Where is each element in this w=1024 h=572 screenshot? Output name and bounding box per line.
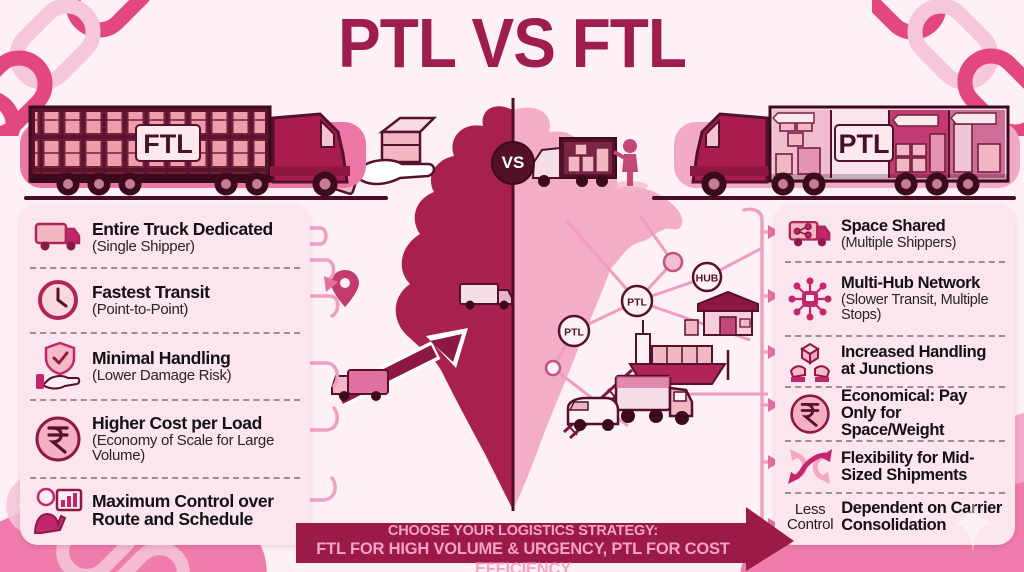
location-pin-icon: [331, 270, 359, 307]
right-connector-lines: [742, 207, 780, 532]
ptl-compartment-boxes: [775, 117, 1001, 175]
benefit-subtitle: (Single Shipper): [92, 238, 195, 256]
ptl-row-handling: Increased Handling at Junctions: [785, 337, 1005, 388]
trait-subtitle: (Multiple Shippers): [841, 234, 957, 251]
benefit-title: Fastest Transit: [92, 281, 210, 302]
ptl-trailer-label: PTL: [839, 129, 890, 159]
benefit-title: Higher Cost per Load: [92, 412, 262, 433]
flex-arrows-icon: [787, 447, 833, 487]
trait-subtitle: (Slower Transit, Multiple Stops): [841, 291, 989, 323]
ptl-row-network: Multi-Hub Network (Slower Transit, Multi…: [785, 263, 1005, 337]
hands-box-icon: [787, 339, 833, 383]
vs-badge: VS: [491, 141, 535, 185]
ftl-trailer-label: FTL: [143, 129, 192, 159]
banner-line-2: FTL FOR HIGH VOLUME & URGENCY, PTL FOR C…: [316, 540, 730, 572]
ftl-map-truck-icon: [459, 283, 513, 310]
ftl-benefits-panel: Entire Truck Dedicated (Single Shipper) …: [20, 204, 310, 545]
ptl-network-nodes: HUB PTL PTL: [544, 251, 723, 377]
ptl-truck-illustration: PTL: [674, 105, 1020, 197]
benefit-title: Maximum Control over Route and Schedule: [92, 490, 274, 530]
rupee-coin-icon: [787, 393, 833, 435]
trait-title: Economical: Pay Only for Space/Weight: [841, 386, 968, 440]
benefit-subtitle: (Lower Damage Risk): [92, 366, 232, 384]
road-line-right: [652, 196, 1016, 200]
trait-title: Multi-Hub Network: [841, 273, 980, 292]
benefit-subtitle: (Economy of Scale for Large Volume): [92, 431, 274, 465]
ptl-map-truck-icon: [614, 374, 694, 425]
sparkle-watermark: [955, 497, 991, 553]
map-ftl-half: [395, 106, 513, 510]
hub-node-label: HUB: [696, 273, 719, 285]
benefit-title: Entire Truck Dedicated: [92, 219, 273, 240]
rupee-coin-icon: [32, 415, 84, 463]
page-title: PTL VS FTL: [338, 4, 687, 82]
ptl-traits-panel: Space Shared (Multiple Shippers): [775, 204, 1015, 545]
shared-truck-icon: [787, 216, 833, 252]
ftl-row-handling: Minimal Handling (Lower Damage Risk): [30, 334, 300, 401]
presenter-icon: [32, 486, 84, 535]
ptl-loading-truck-icon: [531, 137, 648, 191]
ptl-node-label-1: PTL: [627, 297, 647, 309]
road-line-left: [24, 196, 388, 200]
ftl-small-truck-icon: [331, 369, 389, 401]
hub-network-icon: [787, 276, 833, 322]
trait-title: Increased Handling at Junctions: [841, 342, 987, 379]
map-ptl-half: [513, 107, 683, 511]
truck-icon: [32, 219, 84, 255]
ptl-node-label-2: PTL: [564, 327, 584, 339]
ptl-row-shared: Space Shared (Multiple Shippers): [785, 208, 1005, 263]
trait-title: Space Shared: [841, 216, 946, 235]
trait-title: Flexibility for Mid-Sized Shipments: [841, 448, 975, 484]
ftl-row-transit: Fastest Transit (Point-to-Point): [30, 269, 300, 334]
shield-hand-icon: [32, 341, 84, 391]
banner-line-1: CHOOSE YOUR LOGISTICS STRATEGY:: [387, 523, 659, 539]
clock-icon: [32, 278, 84, 322]
benefit-title: Minimal Handling: [92, 347, 231, 368]
strategy-banner-arrow: [296, 507, 794, 571]
ptl-row-economical: Economical: Pay Only for Space/Weight: [785, 386, 1005, 442]
ftl-truck-illustration: FTL: [20, 105, 366, 197]
india-map-scene: HUB PTL PTL: [330, 98, 768, 511]
ftl-row-control: Maximum Control over Route and Schedule: [30, 479, 300, 541]
delivery-van-icon: [566, 396, 620, 431]
benefit-subtitle: (Point-to-Point): [92, 301, 189, 319]
ftl-row-dedicated: Entire Truck Dedicated (Single Shipper): [30, 208, 300, 269]
warehouse-icon: [684, 290, 759, 336]
ftl-row-cost: Higher Cost per Load (Economy of Scale f…: [30, 401, 300, 480]
ptl-row-flexibility: Flexibility for Mid-Sized Shipments: [785, 442, 1005, 494]
